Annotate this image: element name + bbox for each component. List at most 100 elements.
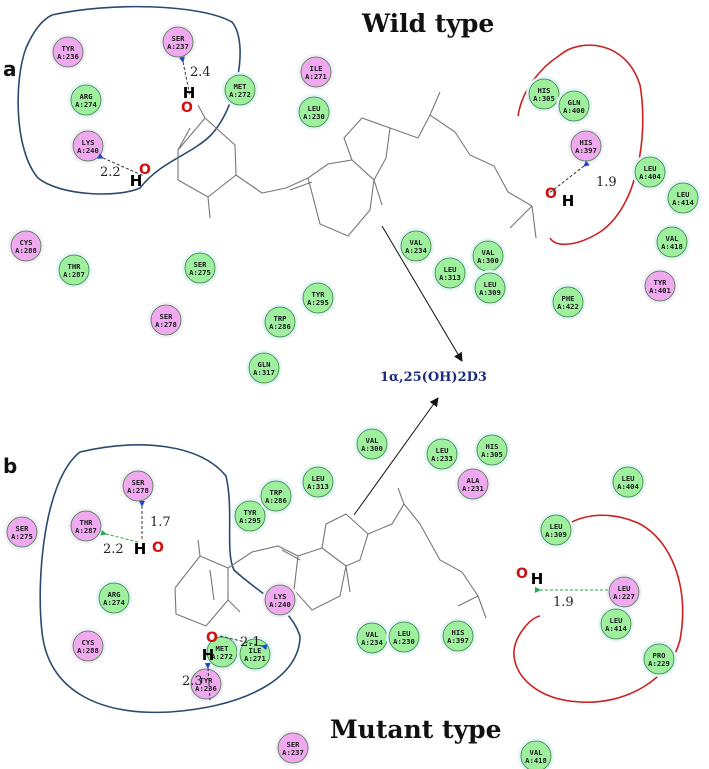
residue-name: LEU: [610, 616, 623, 625]
residue-id: A:240: [269, 600, 291, 609]
hydrogen-atom-a-1: H: [130, 172, 143, 190]
hydrogen-atom-b-2: H: [531, 570, 544, 588]
residue-disc: [277, 732, 309, 764]
residue-id: A:234: [405, 246, 427, 255]
residue-disc: [302, 466, 334, 498]
residue-disc: [264, 584, 296, 616]
residue-id: A:271: [244, 654, 266, 663]
residue-id: A:237: [167, 42, 189, 51]
residue-id: A:233: [431, 454, 453, 463]
residue-name: TYR: [200, 676, 214, 685]
residue-disc: [558, 90, 590, 122]
ligand-label: 1α,25(OH)2D3: [380, 370, 487, 385]
residue-disc: [644, 270, 676, 302]
residue-id: A:404: [639, 172, 661, 181]
residue-id: A:414: [672, 198, 694, 207]
residue-disc: [248, 352, 280, 384]
residue-disc: [520, 740, 552, 769]
hbond-distance-b-2: 2.1: [240, 635, 261, 650]
hydrogen-atom-b-0: H: [134, 540, 147, 558]
residue-id: A:305: [533, 94, 555, 103]
hbond-line-a-1: [97, 153, 145, 177]
residue-name: SER: [132, 478, 146, 487]
hbond-line-b-3: [204, 662, 211, 701]
hydrogen-atom-a-2: H: [562, 192, 575, 210]
residue-disc: [298, 96, 330, 128]
residue-disc: [476, 434, 508, 466]
hydrogen-atom-b-1: H: [202, 646, 215, 664]
residue-name: LEU: [444, 265, 457, 274]
residue-disc: [608, 576, 640, 608]
residue-id: A:309: [479, 288, 501, 297]
residue-id: A:272: [211, 652, 233, 661]
residue-name: TYR: [62, 44, 76, 53]
residue-id: A:422: [557, 302, 579, 311]
residue-disc: [643, 643, 675, 675]
residue-name: LYS: [82, 138, 95, 147]
oxygen-atom-a-2: O: [545, 186, 557, 202]
residue-name: ILE: [249, 646, 262, 655]
residue-name: MET: [234, 82, 248, 91]
residue-name: MET: [216, 644, 230, 653]
residue-name: SER: [160, 312, 174, 321]
residue-name: LEU: [644, 164, 657, 173]
residue-id: A:317: [253, 368, 275, 377]
residue-disc: [474, 272, 506, 304]
residue-id: A:309: [545, 530, 567, 539]
residue-name: ARG: [80, 92, 93, 101]
residue-disc: [302, 282, 334, 314]
residue-disc: [58, 254, 90, 286]
panel-a-label: a: [3, 57, 17, 81]
residue-name: VAL: [530, 748, 544, 757]
residue-id: A:414: [605, 624, 627, 633]
residue-id: A:286: [265, 496, 287, 505]
residue-disc: [400, 230, 432, 262]
residue-name: LEU: [618, 584, 631, 593]
residue-name: LEU: [308, 104, 321, 113]
residue-id: A:275: [11, 532, 33, 541]
polar-pocket-outline-a: [17, 5, 241, 195]
residue-id: A:313: [307, 482, 329, 491]
ligand-arrow-from-b: [353, 397, 439, 516]
residue-id: A:278: [155, 320, 177, 329]
residue-disc: [552, 286, 584, 318]
residue-name: ILE: [310, 64, 323, 73]
residue-name: HIS: [452, 628, 465, 637]
residues-layer: TYRA:236SERA:237ARGA:274LYSA:240META:272…: [4, 24, 701, 769]
panel-b-label: b: [3, 454, 17, 478]
residue-name: SER: [194, 260, 208, 269]
residue-name: TRP: [274, 314, 288, 323]
hbond-distance-a-1: 2.2: [100, 165, 121, 180]
residue-id: A:227: [613, 592, 635, 601]
residue-disc: [612, 466, 644, 498]
residue-name: SER: [287, 740, 301, 749]
residue-disc: [6, 516, 38, 548]
residue-disc: [600, 608, 632, 640]
residue-disc: [190, 668, 222, 700]
residue-id: A:274: [103, 598, 125, 607]
residue-id: A:230: [303, 112, 325, 121]
polar-pocket-outline-b: [39, 444, 301, 714]
residue-disc: [434, 257, 466, 289]
residue-disc: [356, 428, 388, 460]
oxygen-atom-b-1: O: [206, 630, 218, 646]
hbond-distance-a-0: 2.4: [190, 65, 211, 80]
